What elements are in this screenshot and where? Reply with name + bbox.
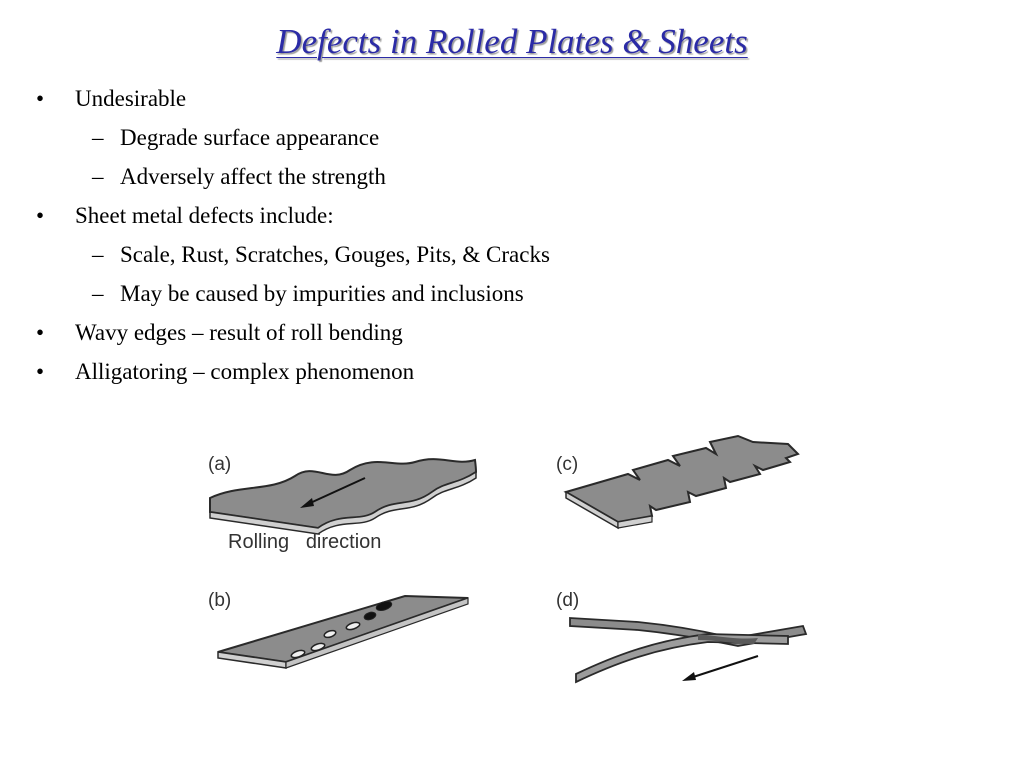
panel-label-a: (a) xyxy=(208,454,231,475)
arrow-head-icon xyxy=(682,672,696,681)
sub-bullet-marker: – xyxy=(92,125,104,150)
sub-bullet-marker: – xyxy=(92,242,104,267)
sub-bullet-text: Degrade surface appearance xyxy=(120,125,380,150)
bullet-marker: • xyxy=(36,359,45,384)
bullet-text: Wavy edges – result of roll bending xyxy=(75,320,403,345)
cracked-plate-top xyxy=(563,434,800,524)
zipper-plate-side xyxy=(285,597,469,669)
zipper-plate-top xyxy=(217,594,469,664)
alligator-split-shading xyxy=(698,634,758,644)
sub-bullet-text: Scale, Rust, Scratches, Gouges, Pits, & … xyxy=(120,242,550,267)
arrow-head-icon xyxy=(300,498,314,508)
slide-title: Defects in Rolled Plates & Sheets xyxy=(276,22,748,61)
sub-bullet-marker: – xyxy=(92,281,104,306)
bullet-marker: • xyxy=(36,320,45,345)
crack-mark xyxy=(345,621,361,631)
figure-panel-a: (a) Rolling direction xyxy=(208,454,478,553)
crack-mark xyxy=(310,642,326,652)
direction-arrow xyxy=(689,655,759,679)
bullet-text: Sheet metal defects include: xyxy=(75,203,334,228)
sub-bullet-text: Adversely affect the strength xyxy=(120,164,386,189)
bullet-text: Alligatoring – complex phenomenon xyxy=(75,359,415,384)
wavy-plate-edge xyxy=(209,470,477,535)
panel-label-d: (d) xyxy=(556,590,579,611)
bullet-marker: • xyxy=(36,86,45,111)
panel-label-b: (b) xyxy=(208,590,231,611)
rolling-direction-caption: Rolling direction xyxy=(228,531,381,553)
figure-panel-c: (c) xyxy=(556,434,800,530)
panel-label-c: (c) xyxy=(556,454,578,475)
figure-panel-b: (b) xyxy=(208,590,469,669)
alligator-lower-layer xyxy=(575,633,789,684)
figure-panel-d: (d) xyxy=(556,590,808,684)
crack-mark xyxy=(363,611,377,621)
crack-mark xyxy=(375,600,393,612)
crack-mark xyxy=(290,649,306,659)
bullet-marker: • xyxy=(36,203,45,228)
crack-mark xyxy=(323,629,337,639)
sub-bullet-text: May be caused by impurities and inclusio… xyxy=(120,281,524,306)
bullet-text: Undesirable xyxy=(75,86,187,111)
rolling-direction-arrow xyxy=(307,477,366,505)
sub-bullet-marker: – xyxy=(92,164,104,189)
cracked-plate-side xyxy=(617,515,653,529)
